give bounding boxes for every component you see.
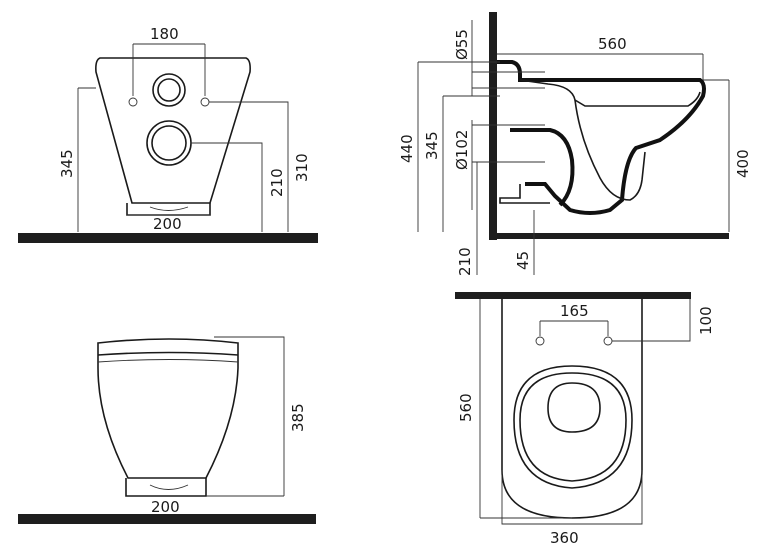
front-outlet-outer	[146, 120, 192, 166]
side-dim-o102-line	[471, 120, 545, 210]
top-view: 165 100 560 360	[455, 292, 715, 547]
top-dim-165-line	[539, 320, 609, 336]
side-dim-400-label: 400	[734, 149, 752, 178]
front-base-foot	[126, 203, 211, 216]
side-dim-345-line	[442, 95, 500, 232]
front-dim-200-label: 200	[153, 215, 182, 233]
side-dim-440-label: 440	[398, 134, 416, 163]
front-dim-180-line	[132, 43, 206, 96]
side-dim-o55-label: Ø55	[453, 29, 471, 60]
front-inlet-outer	[152, 73, 186, 107]
rear-view: 385 200	[18, 336, 316, 524]
side-floor	[489, 233, 729, 239]
front-bolt-hole-left	[128, 97, 138, 107]
rear-seat-line-2	[97, 359, 239, 363]
rear-body-outline	[97, 338, 239, 479]
top-dim-100-line	[612, 299, 691, 342]
rear-seat-line	[97, 351, 239, 356]
side-dim-210-label: 210	[456, 247, 474, 276]
top-bolt-hole-left	[535, 336, 545, 346]
side-dim-o102-label: Ø102	[453, 130, 471, 170]
top-dim-560-label: 560	[457, 393, 475, 422]
top-dim-560-line	[479, 299, 572, 519]
front-dim-210-label: 210	[268, 168, 286, 197]
top-dim-165-label: 165	[560, 302, 589, 320]
side-trap	[510, 128, 575, 207]
side-dim-560-label: 560	[598, 35, 627, 53]
front-dim-345-line	[77, 87, 96, 232]
rear-base-foot	[125, 478, 207, 497]
front-bolt-hole-right	[200, 97, 210, 107]
side-dim-400-line	[703, 79, 730, 232]
front-dim-310-label: 310	[293, 153, 311, 182]
rear-floor	[18, 514, 316, 524]
side-bowl-outline	[497, 60, 706, 215]
top-rim-inner	[519, 372, 627, 482]
front-floor	[18, 233, 318, 243]
side-dim-345-label: 345	[423, 131, 441, 160]
front-dim-310-line	[209, 101, 289, 232]
top-dim-360-label: 360	[550, 529, 579, 547]
top-dim-100-label: 100	[697, 306, 715, 335]
side-dim-440-line	[417, 61, 500, 232]
front-base-ellipse	[149, 206, 189, 211]
front-dim-345-label: 345	[58, 149, 76, 178]
side-wall	[489, 12, 497, 240]
top-bowl-opening	[547, 382, 601, 433]
top-body-outline	[501, 299, 643, 519]
front-dim-180-label: 180	[150, 25, 179, 43]
side-bowl-rim	[519, 79, 701, 107]
rear-dim-200-label: 200	[151, 498, 180, 516]
front-outlet-inner	[151, 125, 187, 161]
side-base	[499, 184, 550, 204]
top-dim-360-line	[501, 470, 643, 525]
front-view: 180 345 210 310 200	[18, 25, 318, 243]
rear-dim-385-line	[206, 336, 285, 497]
front-dim-210-line	[191, 142, 263, 232]
rear-base-ellipse	[149, 484, 189, 490]
side-bowl-inner	[574, 99, 646, 201]
top-wall	[455, 292, 691, 299]
top-bolt-hole-right	[603, 336, 613, 346]
rear-dim-385-label: 385	[289, 403, 307, 432]
side-dim-45-label: 45	[514, 251, 532, 270]
side-dim-o55-line	[471, 20, 545, 96]
side-dim-560-line	[497, 53, 704, 80]
side-view: 560 Ø55 Ø102 440 345 400 210 45	[398, 12, 752, 276]
front-inlet-inner	[157, 78, 181, 102]
top-rim-outer	[513, 365, 633, 489]
